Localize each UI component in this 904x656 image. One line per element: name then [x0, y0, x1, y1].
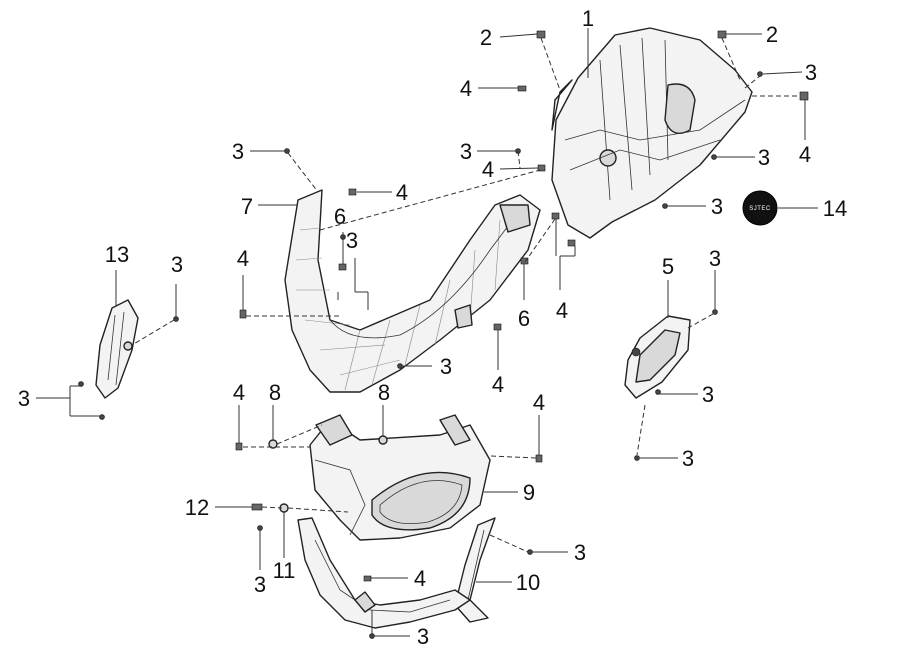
callout-8-right: 8 — [378, 380, 390, 405]
badge-label: SJTEC — [749, 206, 771, 212]
callout-3: 3 — [702, 382, 714, 407]
part-left-panel — [95, 299, 139, 399]
callout-4: 4 — [237, 246, 249, 271]
callout-13: 13 — [105, 242, 129, 267]
callout-4: 4 — [492, 372, 504, 397]
callout-4: 4 — [556, 298, 568, 323]
callout-3: 3 — [574, 540, 586, 565]
part-right-panel — [624, 315, 691, 399]
callout-4: 4 — [482, 157, 494, 182]
callout-3: 3 — [460, 139, 472, 164]
callout-4: 4 — [533, 390, 545, 415]
leader-lines — [36, 28, 818, 637]
callout-4: 4 — [233, 380, 245, 405]
part-headlight — [309, 414, 491, 541]
callout-3: 3 — [682, 446, 694, 471]
part-badge: SJTEC — [742, 190, 778, 226]
callout-8-left: 8 — [269, 380, 281, 405]
callout-3: 3 — [758, 145, 770, 170]
callout-12: 12 — [185, 495, 209, 520]
callout-4: 4 — [396, 180, 408, 205]
callout-1: 1 — [582, 6, 594, 31]
callout-2-left: 2 — [480, 25, 492, 50]
callout-3: 3 — [711, 194, 723, 219]
part-windscreen — [551, 27, 753, 239]
callout-3: 3 — [805, 60, 817, 85]
callouts: 1 2 2 3 3 3 3 3 3 3 3 3 3 3 3 3 3 3 3 4 … — [18, 6, 847, 649]
callout-3: 3 — [232, 139, 244, 164]
callout-4: 4 — [799, 142, 811, 167]
callout-9: 9 — [523, 480, 535, 505]
callout-7: 7 — [241, 194, 253, 219]
callout-10: 10 — [516, 570, 540, 595]
part-lower-cover — [297, 517, 471, 629]
callout-4: 4 — [414, 566, 426, 591]
callout-3: 3 — [440, 354, 452, 379]
callout-6-left: 6 — [334, 204, 346, 229]
callout-3: 3 — [171, 252, 183, 277]
callout-11: 11 — [273, 558, 296, 583]
callout-3: 3 — [254, 572, 266, 597]
callout-5: 5 — [662, 254, 674, 279]
callout-3: 3 — [346, 228, 358, 253]
callout-3: 3 — [18, 386, 30, 411]
callout-4: 4 — [460, 76, 472, 101]
part-front-fairing — [284, 189, 541, 393]
callout-6-right: 6 — [518, 306, 530, 331]
callout-3: 3 — [709, 246, 721, 271]
callout-14: 14 — [823, 196, 847, 221]
callout-2-right: 2 — [766, 22, 778, 47]
callout-3: 3 — [417, 624, 429, 649]
